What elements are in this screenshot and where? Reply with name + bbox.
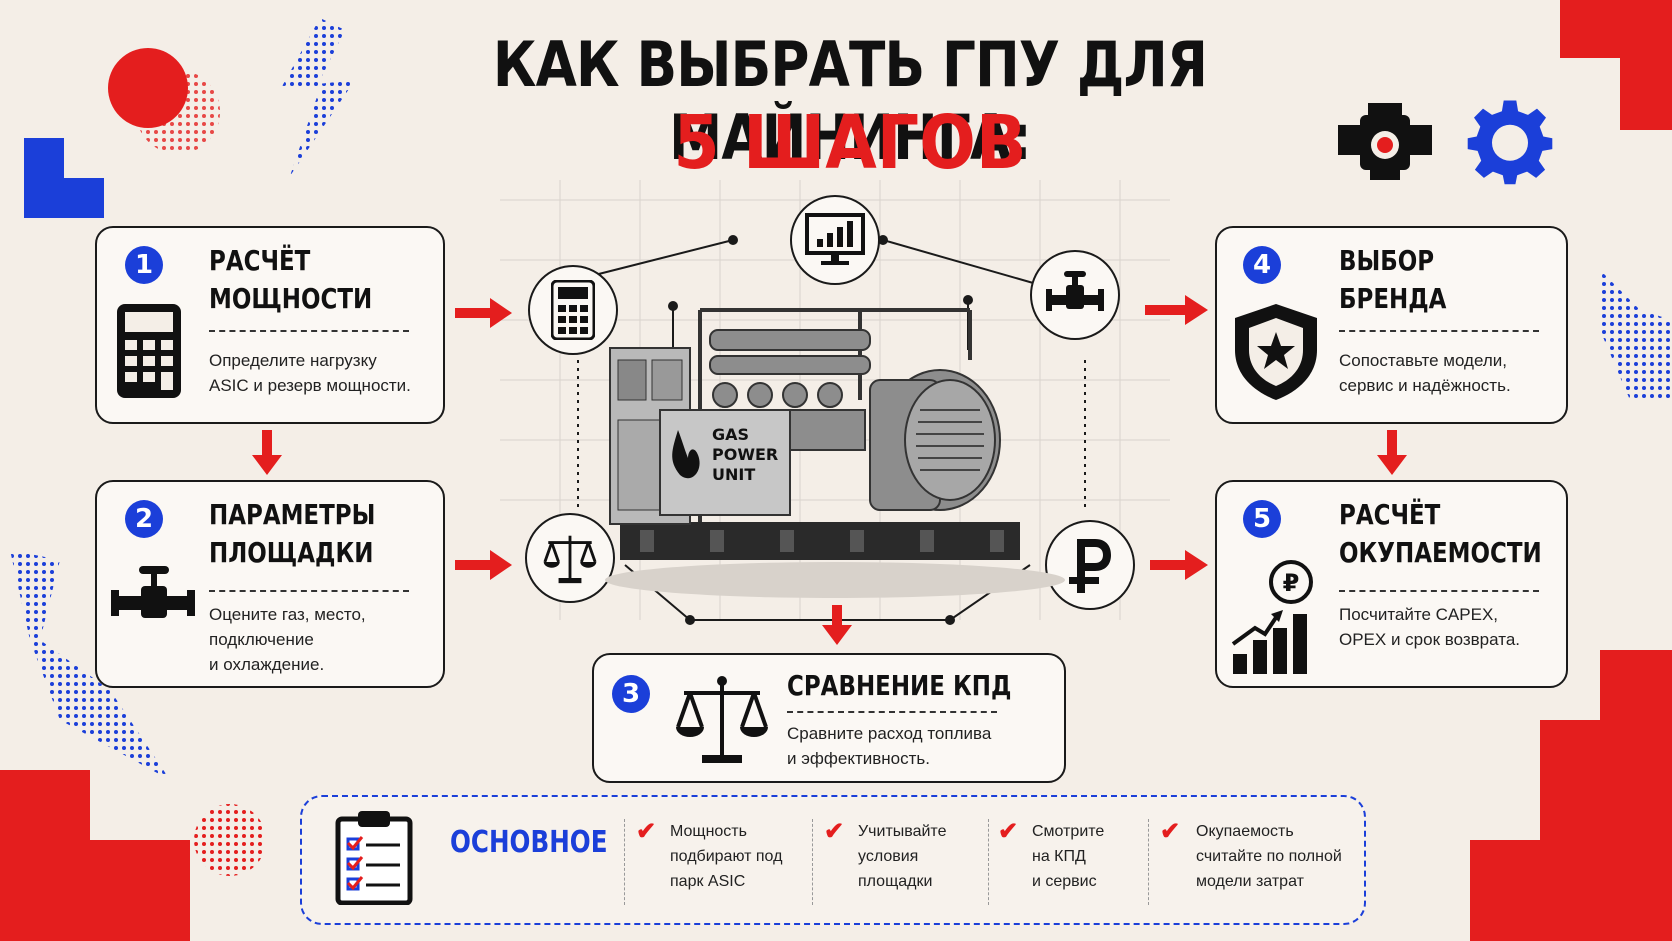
page-title: КАК ВЫБРАТЬ ГПУ ДЛЯ МАЙНИНГА: — [492, 28, 1208, 174]
step-card-1: 1 РАСЧЁТ МОЩНОСТИ Определите нагрузку AS… — [95, 226, 445, 424]
step-description: Посчитайте CAPEX, OPEX и срок возврата. — [1339, 605, 1520, 649]
summary-item: Мощность подбирают под парк ASIC — [670, 823, 783, 890]
divider — [209, 330, 409, 332]
step-heading: ВЫБОР БРЕНДА — [1339, 244, 1447, 315]
check-icon: ✔ — [824, 818, 845, 845]
clipboard-checklist-icon — [335, 811, 413, 905]
calculator-icon — [117, 304, 181, 398]
divider — [812, 819, 813, 905]
step-card-2: 2 ПАРАМЕТРЫ ПЛОЩАДКИ Оцените газ, место,… — [95, 480, 445, 688]
step-number-badge: 3 — [612, 675, 650, 713]
ruble-icon — [1069, 539, 1111, 593]
shield-star-icon — [1235, 304, 1317, 400]
svg-text:₽: ₽ — [1283, 569, 1300, 597]
step-heading: СРАВНЕНИЕ КПД — [787, 669, 1012, 702]
step-heading: РАСЧЁТ МОЩНОСТИ — [209, 244, 373, 315]
check-icon: ✔ — [998, 818, 1019, 845]
gas-power-unit-illustration: GAS POWER UNIT — [605, 308, 1065, 598]
summary-item: Окупаемость считайте по полной модели за… — [1196, 823, 1342, 890]
divider — [787, 711, 997, 713]
step-heading: РАСЧЁТ ОКУПАЕМОСТИ — [1339, 498, 1542, 569]
step-number-badge: 5 — [1243, 500, 1281, 538]
check-icon: ✔ — [636, 818, 657, 845]
valve-icon — [1046, 271, 1104, 311]
valve-icon — [111, 566, 195, 618]
step-description: Сравните расход топлива и эффективность. — [787, 724, 992, 768]
divider — [1339, 330, 1539, 332]
step-card-5: 5 РАСЧЁТ ОКУПАЕМОСТИ Посчитайте CAPEX, O… — [1215, 480, 1568, 688]
ruble-circle — [1045, 520, 1135, 610]
step-description: Сопоставьте модели, сервис и надёжность. — [1339, 351, 1511, 395]
calculator-circle — [528, 265, 618, 355]
scales-icon — [676, 676, 768, 763]
divider — [209, 590, 409, 592]
step-card-4: 4 ВЫБОР БРЕНДА Сопоставьте модели, серви… — [1215, 226, 1568, 424]
monitor-chart-icon — [805, 213, 865, 265]
step-number-badge: 1 — [125, 246, 163, 284]
divider — [1148, 819, 1149, 905]
ruble-growth-icon: ₽ — [1231, 560, 1313, 674]
scales-circle — [525, 513, 615, 603]
generator-label: GAS POWER UNIT — [712, 425, 784, 484]
divider — [988, 819, 989, 905]
step-description: Оцените газ, место, подключение и охлажд… — [209, 605, 366, 674]
summary-box: ОСНОВНОЕ ✔ Мощность подбирают под парк A… — [300, 795, 1366, 925]
monitor-circle — [790, 195, 880, 285]
step-heading: ПАРАМЕТРЫ ПЛОЩАДКИ — [209, 498, 376, 569]
step-number-badge: 2 — [125, 500, 163, 538]
divider — [624, 819, 625, 905]
summary-title: ОСНОВНОЕ — [450, 825, 608, 860]
divider — [1339, 590, 1539, 592]
step-number-badge: 4 — [1243, 246, 1281, 284]
calculator-icon — [551, 280, 595, 340]
page-subtitle: 5 ШАГОВ — [673, 100, 1027, 186]
engine-icon — [1338, 103, 1432, 180]
summary-item: Смотрите на КПД и сервис — [1032, 823, 1105, 890]
scales-icon — [543, 535, 597, 584]
step-card-3: 3 СРАВНЕНИЕ КПД Сравните расход топлива … — [592, 653, 1066, 783]
gear-icon — [1467, 100, 1553, 185]
check-icon: ✔ — [1160, 818, 1181, 845]
valve-circle — [1030, 250, 1120, 340]
summary-item: Учитывайте условия площадки — [858, 823, 947, 890]
step-description: Определите нагрузку ASIC и резерв мощнос… — [209, 351, 411, 395]
